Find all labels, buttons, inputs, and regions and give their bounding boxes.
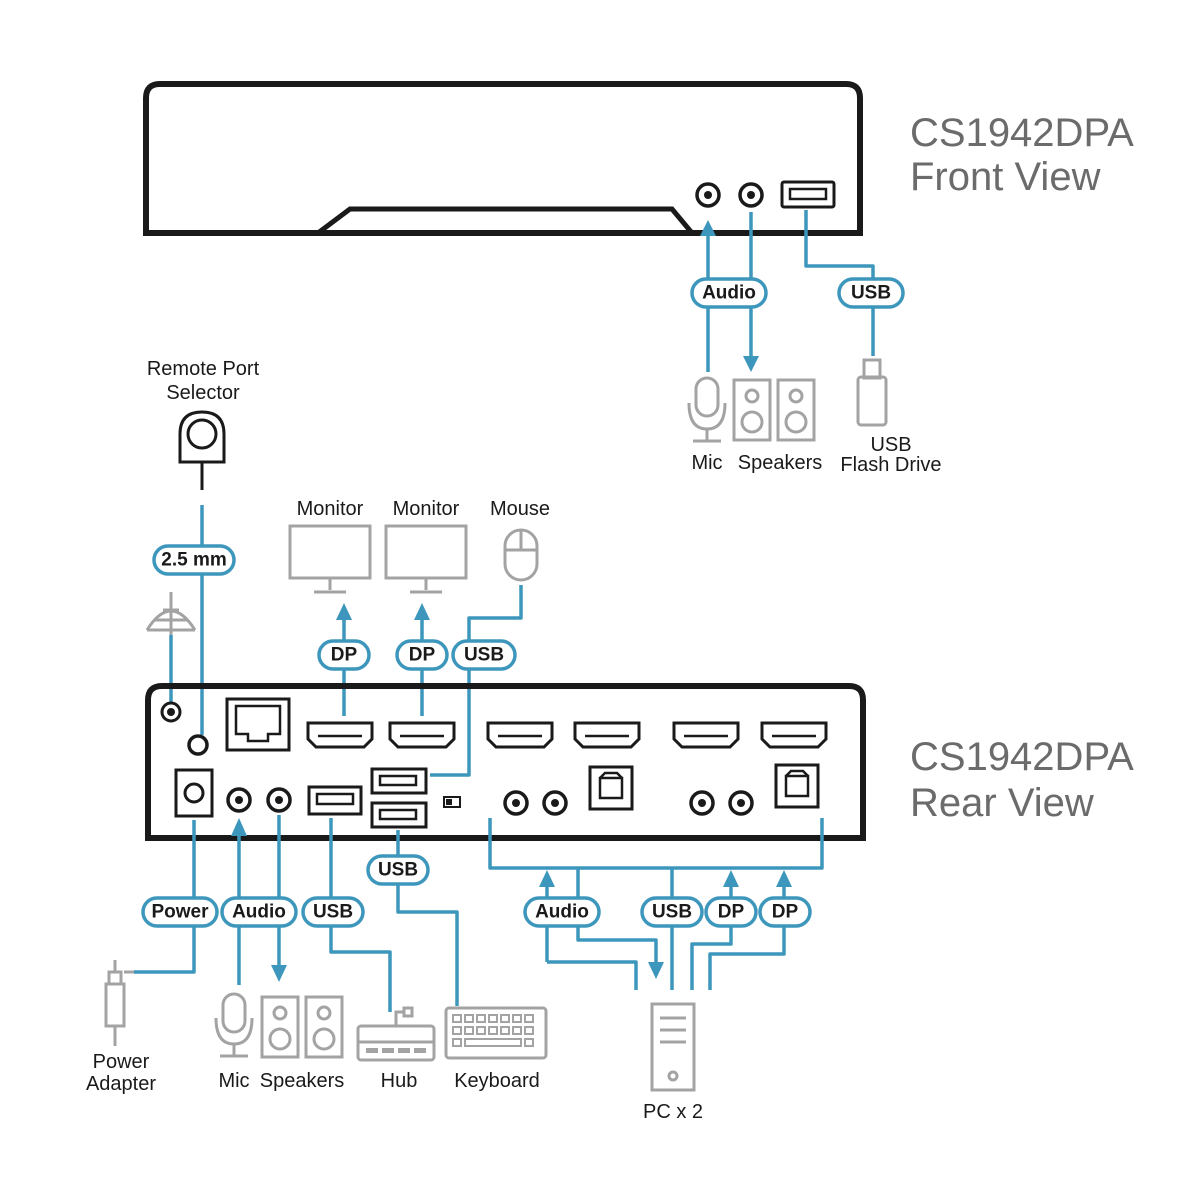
front-cables: Audio USB <box>690 210 905 372</box>
remote-2-5mm-tag <box>152 544 236 576</box>
mouse-usb-label: USB <box>464 645 504 666</box>
mouse-icon <box>503 528 539 582</box>
dp-2-tag <box>395 639 449 671</box>
mouse-label: Mouse <box>490 498 550 520</box>
power-tag <box>141 896 219 928</box>
pc2-dp-port-2 <box>760 721 828 749</box>
console-dp-port-1 <box>306 721 374 749</box>
remote-selector-label-2: Selector <box>166 382 240 404</box>
pc-usb-label: USB <box>652 902 692 923</box>
rear-audio-tag <box>220 896 298 928</box>
dp-1-label: DP <box>331 645 358 666</box>
keyboard-label: Keyboard <box>454 1070 540 1092</box>
rear-speakers-icon <box>260 995 344 1059</box>
front-usb-tag <box>837 277 905 309</box>
front-unit <box>143 81 863 236</box>
remote-selector-label-1: Remote Port <box>147 358 260 380</box>
pc1-usb-b-port <box>588 765 634 811</box>
keyboard-icon <box>444 1006 548 1060</box>
front-title-line2: Front View <box>910 155 1101 199</box>
pc2-usb-b-port <box>774 763 820 809</box>
monitor-1-icon <box>288 524 372 594</box>
pc-audio-tag <box>523 896 601 928</box>
monitor-2-icon <box>384 524 468 594</box>
front-title-line1: CS1942DPA <box>910 111 1134 155</box>
front-usb-label: USB <box>851 283 891 304</box>
dp-2-label: DP <box>409 645 436 666</box>
rear-bottom-cables: Power Audio USB USB Audio USB DP DP <box>134 815 824 1012</box>
pc-tower-icon <box>650 1002 696 1092</box>
console-dp-port-2 <box>388 721 456 749</box>
hub-usb-tag <box>301 896 365 928</box>
monitor-2-label: Monitor <box>393 498 460 520</box>
pc-dp-1-tag <box>704 896 758 928</box>
front-speakers-label: Speakers <box>738 452 823 474</box>
rear-audio-label: Audio <box>232 902 286 923</box>
dp-1-tag <box>317 639 371 671</box>
usb-flash-drive-icon <box>856 358 888 427</box>
pc-dp-2-tag <box>758 896 812 928</box>
remote-port-selector-icon <box>178 410 226 490</box>
keyboard-usb-label: USB <box>378 860 418 881</box>
rear-title-line2: Rear View <box>910 781 1094 825</box>
mouse-usb-tag <box>451 639 517 671</box>
rear-title-line1: CS1942DPA <box>910 735 1134 779</box>
rear-speakers-label: Speakers <box>260 1070 345 1092</box>
rear-mic-label: Mic <box>218 1070 249 1092</box>
front-mic-icon <box>687 376 727 443</box>
keyboard-usb-tag <box>366 854 430 886</box>
pc1-dp-port-2 <box>573 721 641 749</box>
rear-top-cables: 2.5 mm DP DP USB <box>152 505 523 777</box>
power-jack <box>174 768 214 818</box>
pc-audio-label: Audio <box>535 902 589 923</box>
power-adapter-icon <box>104 960 134 1046</box>
front-audio-tag <box>690 277 768 309</box>
remote-2-5mm-label: 2.5 mm <box>161 550 226 571</box>
front-mic-label: Mic <box>691 452 722 474</box>
power-label: Power <box>151 902 209 923</box>
pc-label: PC x 2 <box>643 1101 703 1123</box>
front-speakers-icon <box>732 378 816 442</box>
pc-usb-tag <box>640 896 704 928</box>
usb-flash-label-2: Flash Drive <box>840 454 941 476</box>
pc2-dp-port-1 <box>672 721 740 749</box>
power-adapter-label-1: Power <box>93 1051 150 1073</box>
hub-icon <box>356 1006 436 1062</box>
hub-usb-label: USB <box>313 902 353 923</box>
monitor-1-label: Monitor <box>297 498 364 520</box>
pc-dp-2-label: DP <box>772 902 799 923</box>
rear-unit <box>145 683 866 841</box>
rear-mic-icon <box>214 992 254 1058</box>
front-audio-label: Audio <box>702 283 756 304</box>
pc-dp-1-label: DP <box>718 902 745 923</box>
power-adapter-label-2: Adapter <box>86 1073 156 1095</box>
pc1-dp-port-1 <box>486 721 554 749</box>
remote-port-jack <box>187 734 209 756</box>
hub-label: Hub <box>381 1070 418 1092</box>
usb-flash-label-1: USB <box>870 434 911 456</box>
